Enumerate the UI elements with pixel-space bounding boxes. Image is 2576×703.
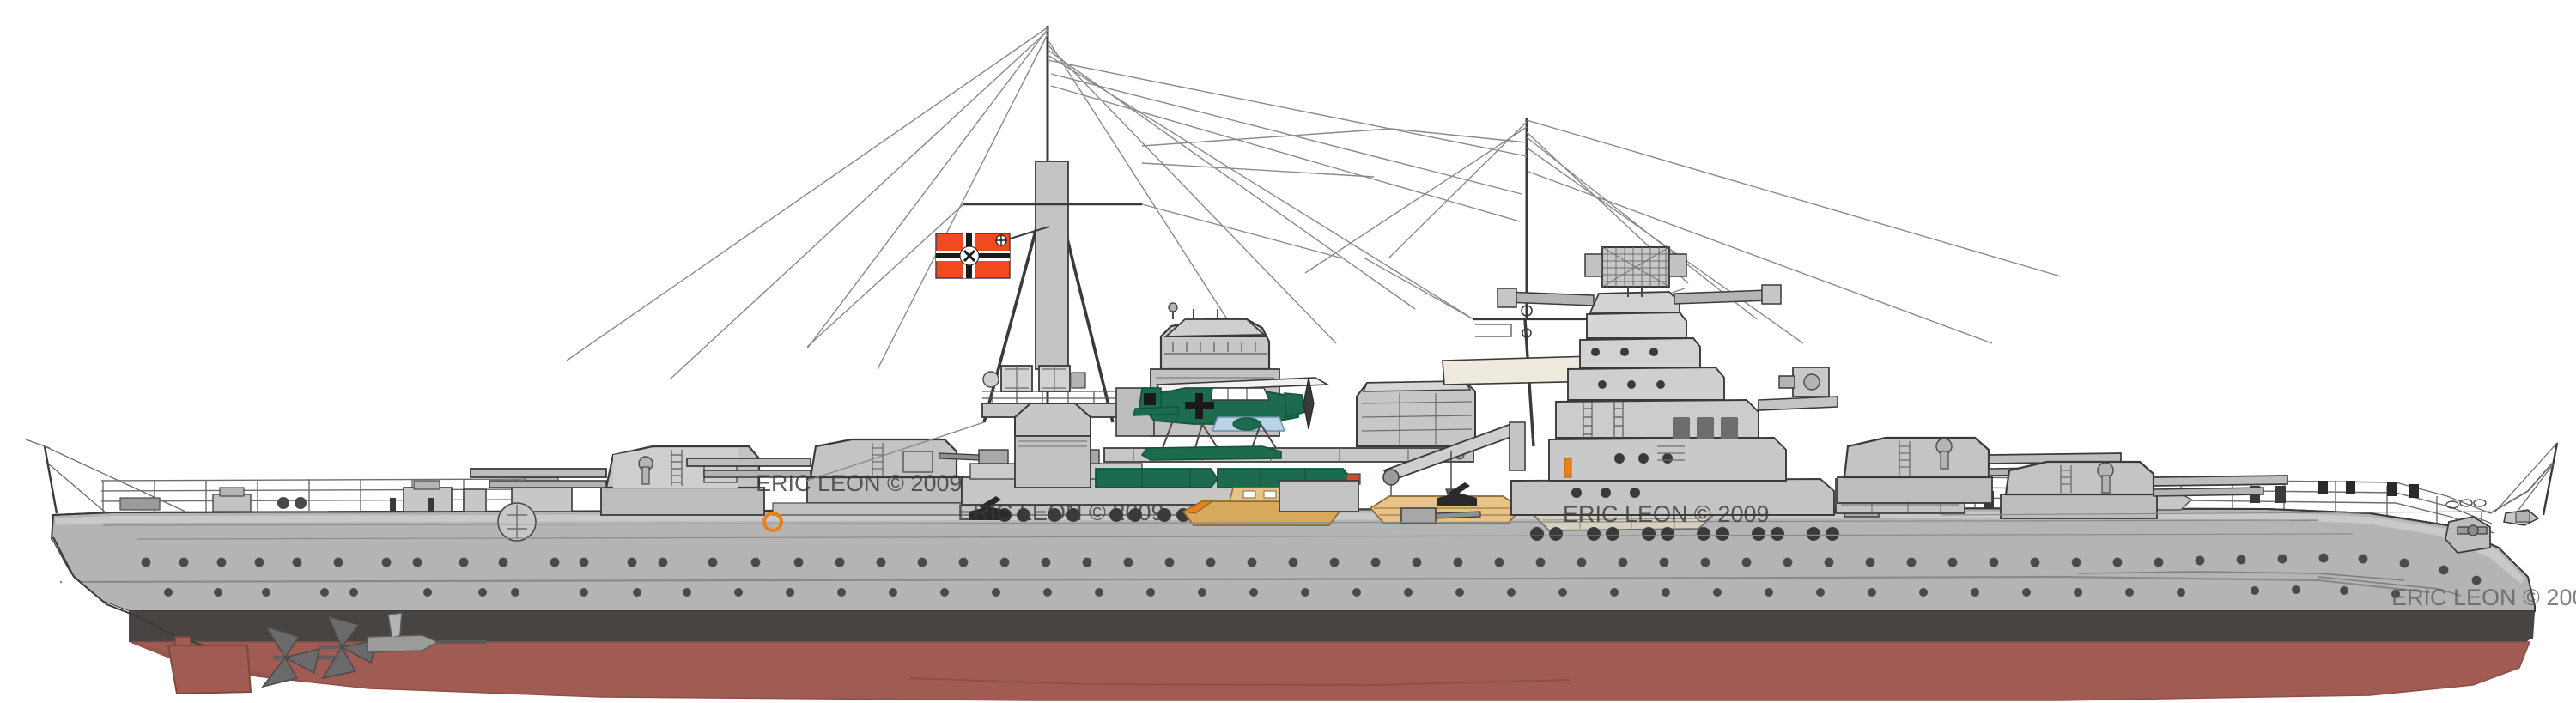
rudder-blade [167,645,252,695]
turret-d-gun-2 [489,480,607,488]
rudder [174,636,191,646]
aircraft-balkenkreuz [1185,393,1214,419]
searchlight-pair [1000,365,1086,392]
main-deck-edge [52,506,2501,549]
hull-strake-line-2 [2077,571,2405,581]
shaft-strut [387,612,403,638]
watermark-2: ERIC LEON © 2009 [957,500,1164,525]
radar-mesh [1601,246,1670,288]
aircraft-propeller [1303,377,1315,430]
bridge-wing-platform [1758,396,1838,411]
flag-gaff [1004,226,1050,241]
hull-group [46,506,2536,701]
funnel-cap [1163,318,1267,337]
rangefinder-arm-right [1674,289,1770,305]
torpedo-tube-aft [1095,468,1219,488]
rigging-group [566,27,2062,482]
stern-jackstaff [43,445,58,514]
superstructure-upper-bridge [1567,367,1725,401]
light-aa-mount-a [969,496,1010,520]
life-ring [762,512,783,532]
ensign-canton-cross [996,235,1006,245]
mainmast-group [963,26,1142,488]
stern-fittings-group [25,439,486,695]
aa-cluster-midships [1530,527,1839,541]
light-aa-mount-b [1437,482,1477,506]
floatplane-group [1133,377,1330,461]
turret-c-gun-2 [703,470,811,478]
hull-sheer-highlight [55,512,2524,584]
aircraft-engine [1284,392,1306,419]
watermark-group: ERIC LEON © 2009 ERIC LEON © 2009 ERIC L… [756,470,2576,610]
stern-jackstaff-stay [25,439,186,514]
light-aa-cluster-aft [998,508,1190,522]
aircraft-float-port [1140,445,1282,461]
porthole-row-upper [141,553,2482,585]
porthole-group [141,553,2482,598]
boot-topping-bow-wrap [2404,611,2535,639]
underwater-hull [130,641,2531,701]
superstructure-director-deck [1586,312,1687,339]
superstructure-conning [1579,337,1701,368]
aircraft-float-struts [1162,420,1277,449]
turret-d-gun-1 [470,468,607,478]
superstructure-lower [1510,478,1835,516]
crane-sheave [1382,469,1400,486]
torpedo-tube-group [1095,468,1361,488]
bow-jackstaff [2542,442,2559,516]
shaft-bossing [367,634,440,653]
aircraft-canopy [1210,387,1271,401]
motor-launch-bow-trim [1182,500,1214,514]
boot-topping-band [103,611,2535,642]
bow-jackstaff-stay [2494,442,2558,514]
secondary-mount-aft-1 [939,449,1009,464]
watermark-3: ERIC LEON © 2009 [1563,501,1770,527]
hull-strake-line [59,575,2431,594]
porthole-row-lower [164,585,2400,598]
signal-lamp [1564,458,1572,478]
watermark-4: ERIC LEON © 2009 [2391,585,2576,610]
crane-group [1382,421,1526,513]
mainmast-base-house [1014,403,1091,437]
propeller-centre [261,625,320,688]
crane-post [1509,421,1526,471]
anchor-hawse [2445,516,2491,554]
hangar-roof [1362,380,1472,392]
chain-links [2445,499,2487,509]
turret-c-gun-1 [686,458,811,467]
bridge-tower-group [1497,246,1838,516]
rangefinder-arm-left [1504,291,1595,306]
mainmast-trunk [1035,161,1069,370]
turret-a-gun-1 [2153,475,2288,487]
bridge-windows [1673,417,1738,439]
rangefinder-housing [1589,291,1680,313]
bilge-keel-line [909,677,1572,687]
bollards [2318,481,2419,498]
aircraft-tailplane [1133,406,1179,416]
deck-lines [102,511,2491,540]
aircraft-tail-marking [1144,393,1156,405]
ensign-group [935,233,1011,279]
hull-strake-line-stern [2318,576,2462,597]
foremast-spreader [1475,324,1512,337]
watermark-1: ERIC LEON © 2009 [756,470,963,496]
ensign-emblem [963,249,976,263]
secondary-mount-1 [1400,507,1481,524]
bow-fittings-group [2445,442,2559,554]
turret-a-gun-2 [2153,487,2264,497]
